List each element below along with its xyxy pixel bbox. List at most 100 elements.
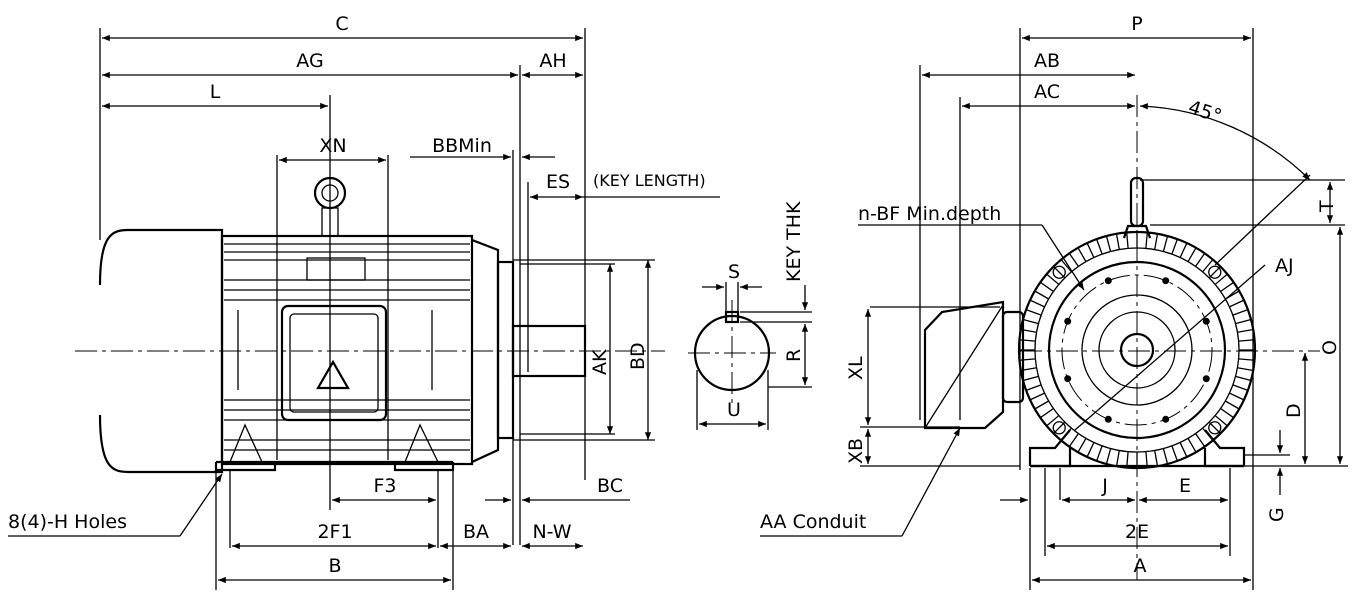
fin [1096, 238, 1103, 255]
fin [1029, 392, 1045, 401]
label-b: B [328, 555, 341, 577]
label-xn: XN [319, 135, 346, 157]
shaft-end-face [1119, 332, 1155, 368]
label-xb: XB [845, 438, 867, 464]
fin [1019, 358, 1036, 361]
fin [1077, 438, 1087, 453]
bolt-hole [1104, 277, 1112, 285]
fin [1162, 235, 1169, 252]
fin [1238, 339, 1255, 342]
label-bd: BD [627, 342, 649, 370]
label-c: C [335, 13, 348, 35]
shaft-section-view: S R U [688, 261, 812, 430]
fin [1171, 238, 1178, 255]
fin [1145, 232, 1148, 249]
label-bbmin: BBMin [432, 135, 492, 157]
label-holes: 8(4)-H Holes [8, 511, 127, 533]
fin [1154, 233, 1159, 250]
label-r: R [783, 349, 805, 362]
label-ak: AK [589, 349, 611, 375]
aj-line [1074, 264, 1266, 431]
flange-bolts [1052, 265, 1222, 435]
conduit-leader [901, 427, 961, 537]
holes-leader [179, 473, 223, 537]
fin [1202, 259, 1214, 273]
label-2e: 2E [1125, 521, 1149, 543]
label-o: O [1319, 340, 1341, 355]
fin [1126, 232, 1129, 249]
frame-bolt [1052, 265, 1066, 279]
label-a: A [1134, 555, 1147, 577]
label-es: ES [546, 171, 570, 193]
fin [1179, 242, 1188, 258]
fin [1068, 433, 1080, 448]
frame-body [220, 234, 474, 466]
foot-right-front [1203, 429, 1246, 468]
fin [1237, 328, 1254, 333]
label-u: U [727, 399, 741, 421]
side-view-labels: C AG AH L XN BBMin ES (KEY LENGTH) KEY T… [8, 13, 805, 577]
fin [1232, 309, 1249, 316]
bearing-cap [1081, 294, 1193, 406]
flange-rim [496, 260, 515, 440]
label-45: 45° [1186, 96, 1225, 127]
foot-left [214, 462, 277, 472]
label-conduit: AA Conduit [760, 511, 866, 533]
side-view [8, 28, 720, 590]
label-j: J [1101, 475, 1108, 497]
fin [1053, 266, 1066, 279]
bolt-hole [1202, 317, 1210, 325]
fin [1025, 384, 1042, 391]
bolt-hole [1064, 317, 1072, 325]
fin [1025, 309, 1042, 316]
bf-leader [1041, 224, 1085, 291]
label-bc: BC [597, 475, 623, 497]
label-s: S [728, 261, 740, 283]
fin [1220, 281, 1235, 293]
label-t: T [1316, 200, 1338, 213]
fin [1208, 266, 1221, 279]
fin [1086, 442, 1095, 458]
fin [1046, 273, 1060, 285]
fin [1115, 233, 1120, 250]
foot-rib-right [404, 423, 439, 463]
nameplate [306, 257, 366, 281]
fin [1194, 433, 1206, 448]
fin [1034, 400, 1049, 410]
fin [1229, 299, 1245, 308]
label-l: L [210, 81, 221, 103]
bolt-hole [1104, 415, 1112, 423]
fin [1060, 259, 1072, 273]
fin [1105, 235, 1112, 252]
label-2f1: 2F1 [317, 521, 352, 543]
fin [1208, 421, 1221, 434]
conduit-diagonal [924, 304, 1004, 429]
label-key-length: (KEY LENGTH) [593, 171, 706, 190]
label-ab: AB [1034, 50, 1060, 72]
bolt-circle [1061, 274, 1213, 426]
fin [1145, 451, 1148, 468]
fin [1019, 339, 1036, 342]
fin [1232, 384, 1249, 391]
fin [1171, 445, 1178, 462]
label-ac: AC [1034, 81, 1060, 103]
fin [1229, 392, 1245, 401]
fin [1154, 450, 1159, 467]
fin [1214, 273, 1228, 285]
label-ag: AG [296, 50, 323, 72]
fin [1235, 375, 1252, 382]
foot-left-front [1028, 429, 1072, 468]
dim-45-arc [1139, 103, 1311, 181]
fin [1187, 247, 1197, 262]
label-xl: XL [845, 356, 867, 380]
lug-base [1122, 224, 1152, 239]
fin [1077, 247, 1087, 262]
eyebolt-stem [321, 207, 339, 237]
hub [1098, 311, 1176, 389]
eyebolt-inner [321, 184, 339, 202]
frame-bolt [1208, 421, 1222, 435]
fin [1238, 358, 1255, 361]
terminal-box [280, 304, 388, 422]
label-bf: n-BF Min.depth [858, 203, 1001, 225]
